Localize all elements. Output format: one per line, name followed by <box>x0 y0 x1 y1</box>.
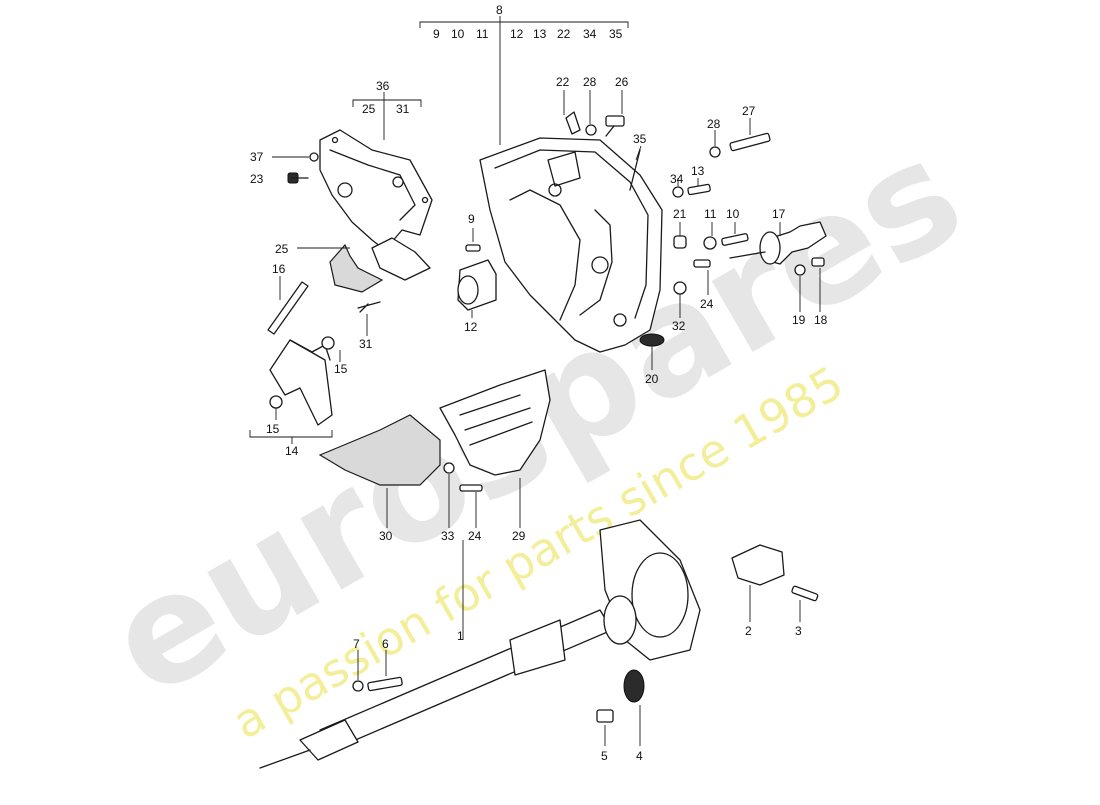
bolt-10 <box>721 233 749 246</box>
callout-17[interactable]: 17 <box>772 207 786 221</box>
callout-34[interactable]: 34 <box>670 172 684 186</box>
callout-9[interactable]: 9 <box>468 212 475 226</box>
seal-20 <box>639 333 665 347</box>
callout-1[interactable]: 1 <box>457 629 464 643</box>
bracket-14: 14 <box>249 430 333 458</box>
callout-36[interactable]: 36 <box>376 79 390 93</box>
dowel-pin-9 <box>465 244 481 252</box>
callout-24b[interactable]: 24 <box>468 529 482 543</box>
bolt-27 <box>729 132 771 152</box>
bolt-26 <box>605 115 625 137</box>
callout-2[interactable]: 2 <box>745 624 752 638</box>
callout-28a[interactable]: 28 <box>583 75 597 89</box>
callout-3[interactable]: 3 <box>795 624 802 638</box>
plug-5 <box>596 709 614 723</box>
washer-37 <box>309 152 319 162</box>
shift-fork <box>269 339 333 426</box>
seal-4 <box>623 669 645 703</box>
central-tube <box>259 609 613 769</box>
callout-14[interactable]: 14 <box>285 444 299 458</box>
bolt-18 <box>811 257 825 267</box>
header-member-9: 9 <box>433 27 440 41</box>
callout-35[interactable]: 35 <box>633 132 647 146</box>
header-member-22: 22 <box>557 27 571 41</box>
callout-33[interactable]: 33 <box>441 529 455 543</box>
bushing-15b <box>269 395 283 409</box>
bushing-21 <box>673 235 687 249</box>
slave-cylinder <box>729 221 827 265</box>
bushing-15a <box>321 336 335 350</box>
callout-16[interactable]: 16 <box>272 262 286 276</box>
bracket-36-member-31: 31 <box>396 102 410 116</box>
callout-37[interactable]: 37 <box>250 150 264 164</box>
bolt-13 <box>687 183 711 196</box>
callout-15b[interactable]: 15 <box>266 422 280 436</box>
spring-clip <box>357 301 381 313</box>
callout-23[interactable]: 23 <box>250 172 264 186</box>
header-member-12: 12 <box>510 27 524 41</box>
header-member-13: 13 <box>533 27 547 41</box>
header-bracket-8: 8 9 10 11 12 13 22 34 35 <box>419 3 629 145</box>
bolt-6 <box>367 676 403 692</box>
clip-piece <box>371 237 431 281</box>
callout-28b[interactable]: 28 <box>707 117 721 131</box>
leader-lines <box>272 90 821 746</box>
bell-flange <box>599 519 701 661</box>
lower-cover-29 <box>439 369 551 476</box>
callout-31[interactable]: 31 <box>359 337 373 351</box>
callout-27[interactable]: 27 <box>742 104 756 118</box>
callout-18[interactable]: 18 <box>814 313 828 327</box>
callout-13[interactable]: 13 <box>691 164 705 178</box>
lower-cover-30 <box>318 414 441 486</box>
callouts: 1 2 3 4 5 6 7 9 10 11 12 13 15 15 16 17 … <box>250 75 828 763</box>
circlip-19 <box>794 264 806 276</box>
callout-20[interactable]: 20 <box>645 372 659 386</box>
washer-28b <box>709 146 721 158</box>
bolt-24b <box>459 484 483 492</box>
bolt-3 <box>791 585 819 602</box>
callout-30[interactable]: 30 <box>379 529 393 543</box>
callout-26[interactable]: 26 <box>615 75 629 89</box>
bushing-11 <box>703 236 717 250</box>
bolt-24a <box>693 259 711 268</box>
header-member-35: 35 <box>609 27 623 41</box>
callout-6[interactable]: 6 <box>382 637 389 651</box>
guide-sleeve-12 <box>457 259 497 311</box>
callout-5[interactable]: 5 <box>601 749 608 763</box>
callout-32[interactable]: 32 <box>672 319 686 333</box>
plug-33 <box>443 462 455 474</box>
callout-22[interactable]: 22 <box>556 75 570 89</box>
callout-25[interactable]: 25 <box>275 242 289 256</box>
washer-7 <box>352 680 364 692</box>
damper-pad <box>329 243 384 293</box>
header-member-11: 11 <box>476 27 489 41</box>
callout-8[interactable]: 8 <box>496 3 503 17</box>
washer-34 <box>672 186 684 198</box>
callout-21[interactable]: 21 <box>673 207 687 221</box>
coupling-2 <box>731 544 785 586</box>
callout-19[interactable]: 19 <box>792 313 806 327</box>
callout-15a[interactable]: 15 <box>334 362 348 376</box>
fitting-32 <box>673 281 687 295</box>
bracket-36-member-25: 25 <box>362 102 376 116</box>
callout-10[interactable]: 10 <box>726 207 740 221</box>
header-member-34: 34 <box>583 27 597 41</box>
bracket-36: 36 25 31 <box>352 79 422 140</box>
bellhousing <box>479 137 663 353</box>
stud-35 <box>629 149 641 191</box>
callout-24a[interactable]: 24 <box>700 297 714 311</box>
cover-plate <box>319 129 433 251</box>
callout-7[interactable]: 7 <box>353 637 360 651</box>
header-member-10: 10 <box>451 27 465 41</box>
stud-22 <box>565 111 581 135</box>
callout-12[interactable]: 12 <box>464 320 478 334</box>
callout-29[interactable]: 29 <box>512 529 526 543</box>
callout-4[interactable]: 4 <box>636 749 643 763</box>
callout-11[interactable]: 11 <box>704 207 717 221</box>
pin-16 <box>267 281 309 335</box>
washer-28a <box>585 124 597 136</box>
